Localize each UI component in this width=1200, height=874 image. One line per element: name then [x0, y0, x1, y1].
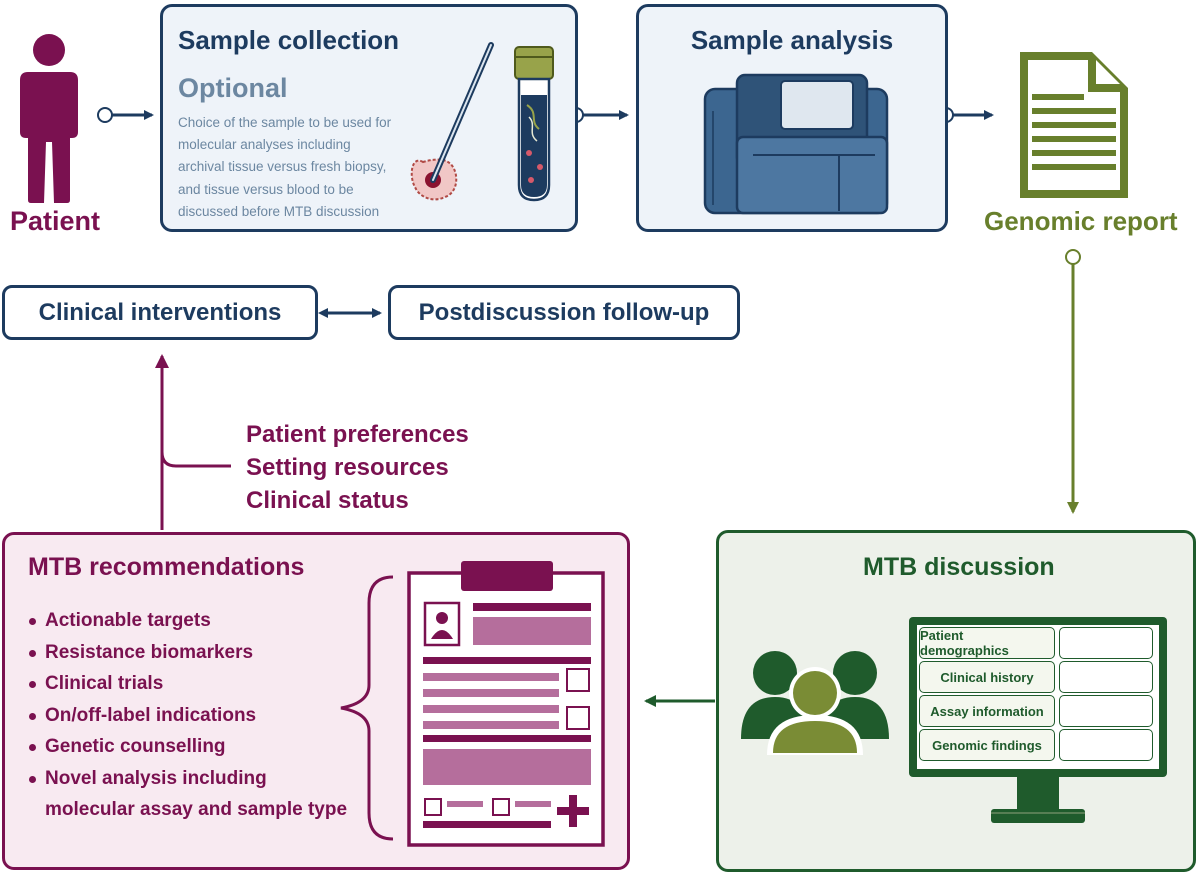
mtb-recommendations-title: MTB recommendations	[28, 553, 305, 581]
mtb-discussion-box: MTB discussion Patient demographics Clin…	[716, 530, 1196, 872]
mtb-discussion-title: MTB discussion	[863, 553, 1055, 581]
list-item: Resistance biomarkers	[29, 637, 347, 669]
arrow-recommendations-to-interventions	[155, 354, 231, 530]
clipboard-icon	[407, 561, 605, 847]
sample-analysis-title: Sample analysis	[690, 25, 894, 55]
sample-tube-icon	[514, 46, 554, 202]
clinical-interventions-box: Clinical interventions	[2, 285, 318, 340]
biopsy-needle-icon	[410, 42, 494, 201]
list-item: Clinical trials	[29, 668, 347, 700]
factor-item: Setting resources	[246, 454, 449, 481]
list-item: Actionable targets	[29, 605, 347, 637]
table-row-value	[1059, 695, 1153, 727]
arrow-report-to-discussion	[1065, 249, 1081, 514]
table-row-value	[1059, 729, 1153, 761]
postdiscussion-box: Postdiscussion follow-up	[388, 285, 740, 340]
patient-icon	[20, 34, 78, 203]
factor-item: Clinical status	[246, 487, 409, 514]
brace-icon	[340, 575, 394, 841]
decision-factors: Patient preferences Setting resources Cl…	[246, 418, 469, 517]
table-row-value	[1059, 627, 1153, 659]
recommendations-list: Actionable targets Resistance biomarkers…	[29, 605, 347, 826]
table-row-label: Clinical history	[919, 661, 1055, 693]
factor-item: Patient preferences	[246, 421, 469, 448]
sample-collection-description: Choice of the sample to be used for mole…	[178, 115, 392, 219]
patient-label: Patient	[10, 206, 101, 236]
team-icon	[741, 651, 889, 755]
sequencer-icon	[703, 73, 889, 215]
table-row-label: Assay information	[919, 695, 1055, 727]
clinical-interventions-label: Clinical interventions	[38, 299, 282, 326]
sample-collection-subtitle: Optional	[178, 73, 288, 103]
document-icon	[1020, 52, 1128, 198]
table-row-value	[1059, 661, 1153, 693]
postdiscussion-label: Postdiscussion follow-up	[418, 299, 710, 326]
sample-collection-title: Sample collection	[178, 25, 400, 55]
arrow-patient-to-collection	[97, 107, 154, 123]
sample-analysis-box: Sample analysis	[636, 4, 948, 232]
table-row-label: Genomic findings	[919, 729, 1055, 761]
list-item: Genetic counselling	[29, 731, 347, 763]
sample-collection-box: Sample collection Optional Choice of the…	[160, 4, 578, 232]
genomic-report-label: Genomic report	[984, 206, 1178, 236]
mtb-recommendations-box: MTB recommendations Actionable targets R…	[2, 532, 630, 870]
table-row-label: Patient demographics	[919, 627, 1055, 659]
list-item: On/off-label indications	[29, 700, 347, 732]
